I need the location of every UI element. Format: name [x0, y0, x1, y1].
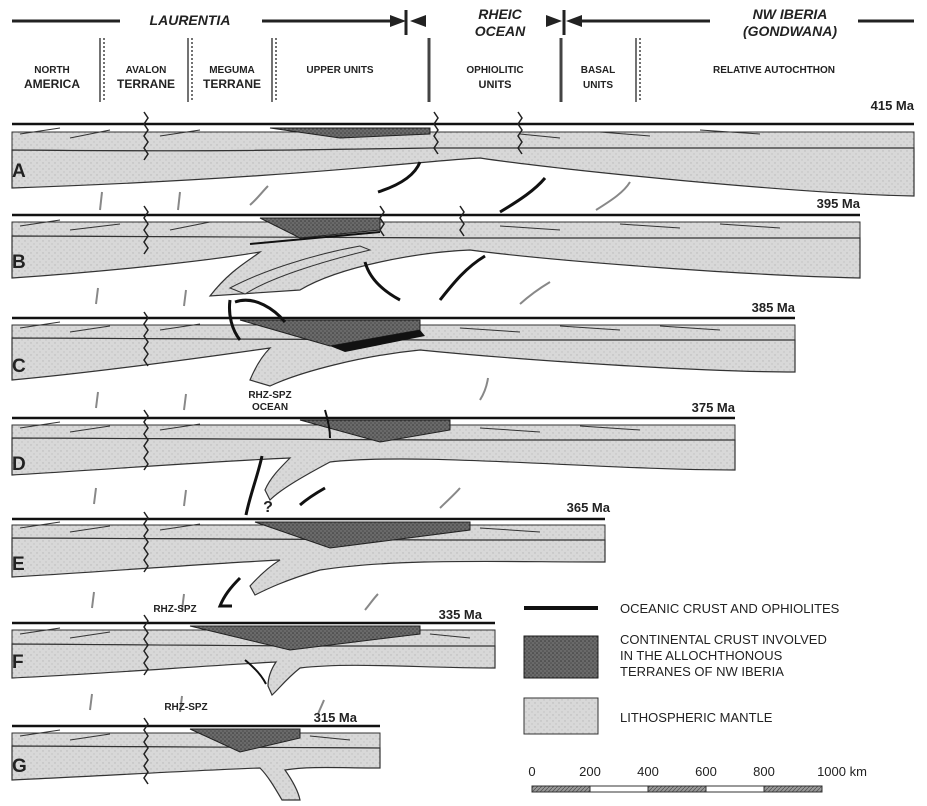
rheic-label-line2: OCEAN [475, 23, 526, 39]
oceanic-traces-bc [365, 256, 485, 300]
mantle-layer-d [12, 438, 735, 500]
stage-d: D 375 Ma [12, 400, 736, 500]
rheic-label-line1: RHEIC [478, 6, 522, 22]
legend-mantle-label: LITHOSPHERIC MANTLE [620, 710, 773, 725]
column-north-america-line2: AMERICA [24, 77, 80, 91]
legend: OCEANIC CRUST AND OPHIOLITES CONTINENTAL… [524, 601, 840, 734]
rhz-spz-g-label: RHZ-SPZ [164, 702, 207, 713]
scale-tick-400: 400 [637, 764, 659, 779]
rhz-spz-ocean-line1: RHZ-SPZ [248, 390, 291, 401]
scale-tick-600: 600 [695, 764, 717, 779]
mantle-layer-c [12, 338, 795, 386]
rhz-spz-f-label: RHZ-SPZ [153, 604, 196, 615]
laurentia-label: LAURENTIA [150, 12, 231, 28]
scale-segment-3 [648, 786, 706, 792]
fault-traces-cd [96, 378, 488, 410]
column-ophiolitic-line1: OPHIOLITIC [466, 65, 523, 76]
column-avalon-line1: AVALON [126, 65, 167, 76]
arrow-left-icon [410, 15, 426, 27]
stage-letter-b: B [12, 252, 26, 273]
stage-letter-d: D [12, 454, 26, 475]
legend-continental-line1: CONTINENTAL CRUST INVOLVED [620, 632, 827, 647]
scale-segment-2 [590, 786, 648, 792]
stage-age-a: 415 Ma [871, 98, 915, 113]
stage-b: B 395 Ma [12, 196, 861, 296]
arrow-left-icon [566, 15, 582, 27]
column-ophiolitic-line2: UNITS [479, 79, 512, 91]
stage-letter-a: A [12, 161, 26, 182]
scale-segment-4 [706, 786, 764, 792]
stage-age-d: 375 Ma [692, 400, 736, 415]
stage-age-g: 315 Ma [314, 710, 358, 725]
arrow-right-icon [546, 15, 562, 27]
stage-letter-c: C [12, 356, 26, 377]
scale-tick-1000: 1000 km [817, 764, 867, 779]
question-mark-label: ? [263, 499, 273, 516]
column-basal-line1: BASAL [581, 65, 615, 76]
scale-segment-5 [764, 786, 822, 792]
mantle-layer-g [12, 746, 380, 800]
column-meguma-line1: MEGUMA [209, 65, 255, 76]
scale-tick-200: 200 [579, 764, 601, 779]
legend-continental-swatch [524, 636, 598, 678]
stage-a: A 415 Ma [12, 98, 915, 196]
fault-traces-ef [92, 592, 378, 610]
stage-age-c: 385 Ma [752, 300, 796, 315]
legend-oceanic-label: OCEANIC CRUST AND OPHIOLITES [620, 601, 840, 616]
scale-tick-0: 0 [528, 764, 535, 779]
oceanic-traces-ab [378, 162, 545, 212]
rhz-spz-ocean-line2: OCEAN [252, 402, 288, 413]
column-upper-units: UPPER UNITS [306, 65, 374, 76]
legend-continental-line2: IN THE ALLOCHTHONOUS [620, 648, 783, 663]
legend-mantle-swatch [524, 698, 598, 734]
nw-iberia-label-line1: NW IBERIA [753, 6, 828, 22]
stage-e: E 365 Ma [12, 500, 611, 595]
legend-continental-line3: TERRANES OF NW IBERIA [620, 664, 784, 679]
scale-tick-800: 800 [753, 764, 775, 779]
nw-iberia-label-line2: (GONDWANA) [743, 23, 837, 39]
column-basal-line2: UNITS [583, 80, 613, 91]
stage-age-e: 365 Ma [567, 500, 611, 515]
arrow-right-icon [390, 15, 406, 27]
stage-letter-e: E [12, 554, 25, 575]
oceanic-traces-ef [220, 578, 240, 606]
column-avalon-line2: TERRANE [117, 77, 175, 91]
stage-c: C 385 Ma [12, 300, 796, 386]
fault-traces-ab [100, 182, 630, 210]
fault-traces-bc [96, 282, 550, 306]
stage-age-f: 335 Ma [439, 607, 483, 622]
stage-g: G 315 Ma [12, 710, 380, 800]
stage-f: F 335 Ma [12, 607, 495, 695]
stage-age-b: 395 Ma [817, 196, 861, 211]
mantle-layer-f [12, 644, 495, 695]
column-meguma-line2: TERRANE [203, 77, 261, 91]
scale-bar: 0 200 400 600 800 1000 km [528, 764, 867, 792]
mantle-layer-b [12, 236, 860, 296]
scale-segment-1 [532, 786, 590, 792]
stage-letter-g: G [12, 756, 27, 777]
mantle-layer-e [12, 538, 605, 595]
header: LAURENTIA RHEIC OCEAN NW IBERIA (GONDWAN… [12, 6, 914, 102]
column-relative-autochthon: RELATIVE AUTOCHTHON [713, 65, 835, 76]
stage-letter-f: F [12, 652, 24, 673]
column-north-america-line1: NORTH [34, 65, 70, 76]
